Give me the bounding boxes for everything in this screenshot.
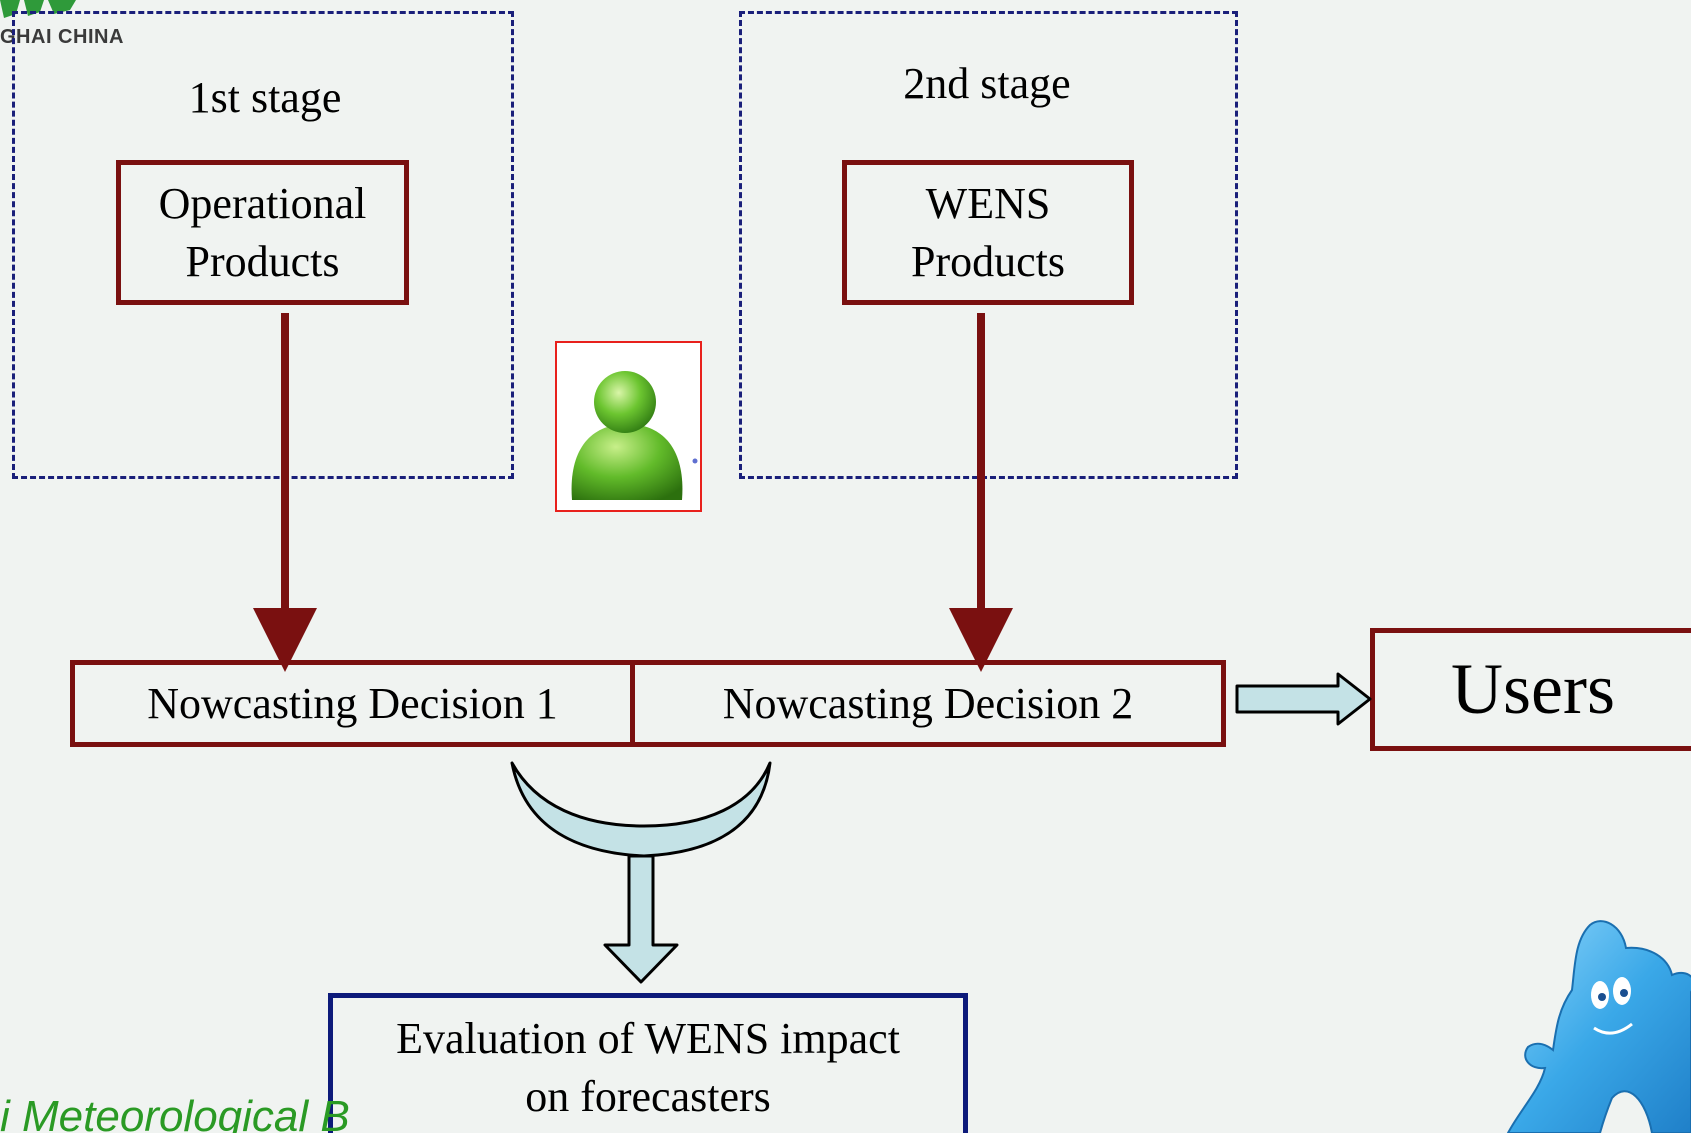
users-box: Users [1370, 628, 1691, 751]
logo-text: GHAI CHINA [0, 26, 124, 48]
operational-products-label: Operational Products [158, 178, 367, 286]
stage-1-frame [12, 11, 514, 479]
wens-products-label: WENS Products [911, 178, 1065, 286]
block-arrow-down [603, 854, 679, 984]
stage-2-label: 2nd stage [903, 59, 1071, 108]
evaluation-box: Evaluation of WENS impact on forecasters [328, 993, 968, 1133]
footer-text: i Meteorological B [0, 1092, 350, 1133]
block-arrow-right [1235, 672, 1372, 726]
operational-products-box: Operational Products [116, 160, 409, 305]
wens-products-box: WENS Products [842, 160, 1134, 305]
nowcasting-decision-2-box: Nowcasting Decision 2 [630, 660, 1226, 747]
merge-bowl [510, 761, 772, 858]
users-label: Users [1451, 649, 1615, 729]
nowcasting-decision-1-label: Nowcasting Decision 1 [147, 679, 558, 728]
nowcasting-decision-1-box: Nowcasting Decision 1 [70, 660, 635, 747]
stage-2-frame [739, 11, 1238, 479]
evaluation-label: Evaluation of WENS impact on forecasters [396, 1014, 900, 1121]
nowcasting-decision-2-label: Nowcasting Decision 2 [722, 679, 1134, 728]
stage-1-label: 1st stage [188, 73, 342, 122]
